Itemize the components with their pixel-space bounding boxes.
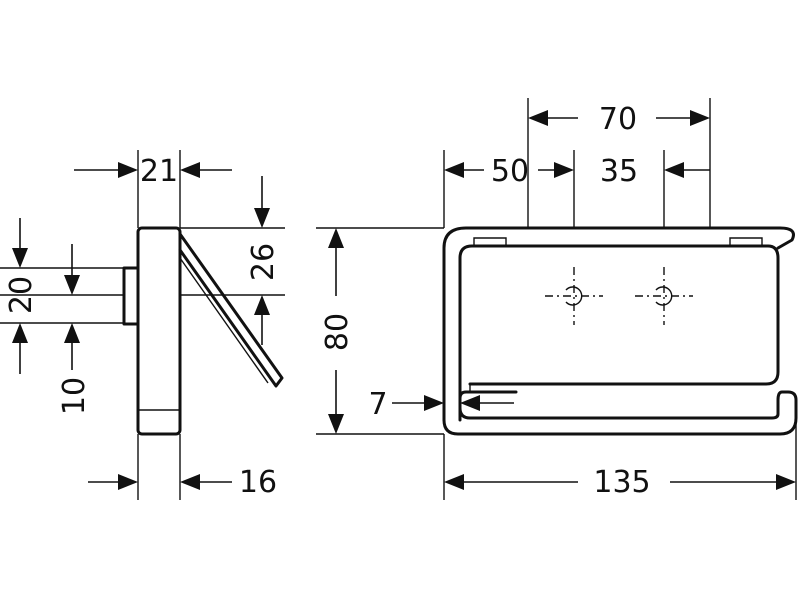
arrow-icon xyxy=(664,162,684,178)
dim-label-7: 7 xyxy=(368,387,387,422)
arrow-icon xyxy=(12,248,28,268)
side-wall-mount xyxy=(122,266,140,326)
arrow-icon xyxy=(690,110,710,126)
front-end-cap-left xyxy=(473,237,507,246)
dim-label-16: 16 xyxy=(239,465,277,500)
front-outer-frame xyxy=(442,226,795,422)
dim-label-135: 135 xyxy=(593,465,650,500)
arrow-icon xyxy=(64,323,80,343)
arrow-icon xyxy=(444,474,464,490)
arrow-icon xyxy=(118,162,138,178)
side-arm xyxy=(178,232,284,388)
dim-label-21: 21 xyxy=(140,154,178,189)
arrow-icon xyxy=(328,414,344,434)
dim-label-10: 10 xyxy=(57,377,92,415)
dim-label-20: 20 xyxy=(4,276,39,314)
side-arm-inner xyxy=(179,257,269,384)
front-view: 70 50 35 80 7 135 xyxy=(316,98,798,500)
arrow-icon xyxy=(64,275,80,295)
arrow-icon xyxy=(254,295,270,315)
arrow-icon xyxy=(444,162,464,178)
arrow-icon xyxy=(180,474,200,490)
side-view: 21 16 26 20 10 xyxy=(0,150,285,500)
dim-label-26: 26 xyxy=(246,243,281,281)
arrow-icon xyxy=(424,395,444,411)
dim-label-35: 35 xyxy=(600,154,638,189)
arrow-icon xyxy=(12,323,28,343)
arrow-icon xyxy=(554,162,574,178)
arrow-icon xyxy=(328,228,344,248)
arrow-icon xyxy=(254,208,270,228)
dim-label-50: 50 xyxy=(491,154,529,189)
mounting-hole-right xyxy=(635,267,693,325)
arrow-icon xyxy=(460,395,480,411)
arrow-icon xyxy=(528,110,548,126)
arrow-icon xyxy=(180,162,200,178)
side-body xyxy=(136,226,182,436)
arrow-icon xyxy=(776,474,796,490)
dim-label-80: 80 xyxy=(320,313,355,351)
front-roll-arm xyxy=(442,390,798,436)
mounting-hole-left xyxy=(545,267,603,325)
front-end-cap-right xyxy=(729,237,763,246)
front-back-plate xyxy=(458,244,780,422)
arrow-icon xyxy=(118,474,138,490)
dim-label-70: 70 xyxy=(599,102,637,137)
